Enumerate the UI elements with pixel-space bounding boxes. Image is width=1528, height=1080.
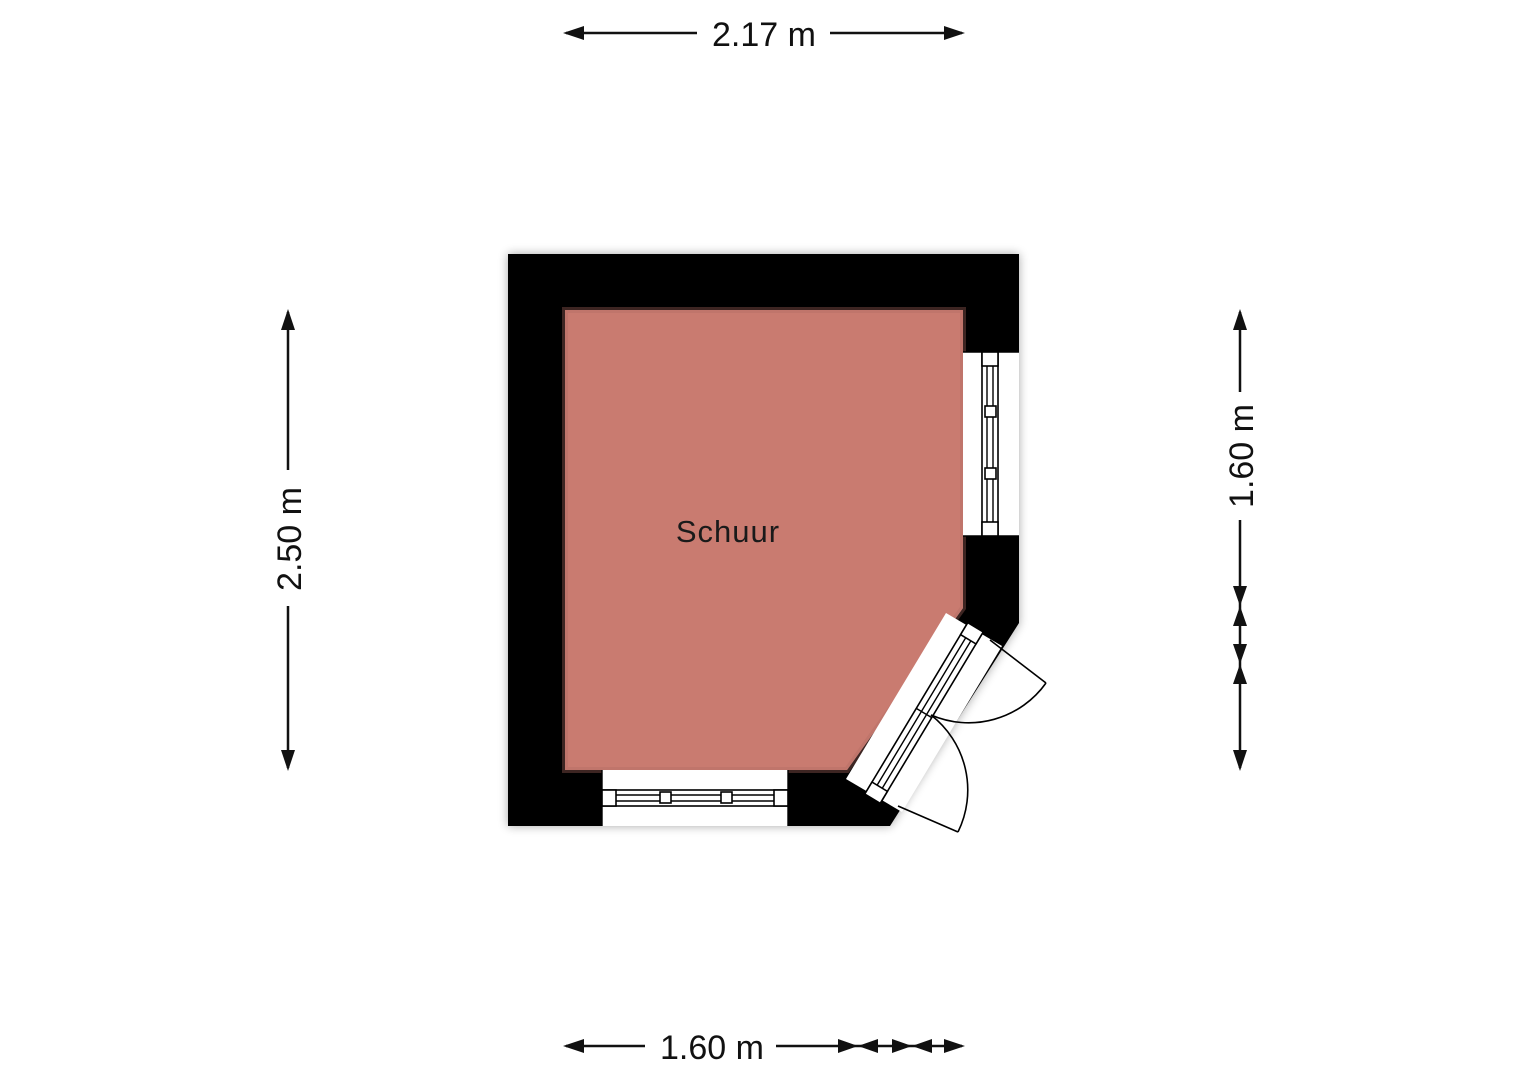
dimension-left: 2.50 m (271, 309, 309, 771)
dimension-bottom-label: 1.60 m (660, 1029, 764, 1067)
double-door (846, 613, 1047, 833)
room-label: Schuur (676, 514, 780, 549)
room-floor (565, 310, 963, 770)
dimension-bottom: 1.60 m (563, 1029, 965, 1067)
dimension-right-label: 1.60 m (1223, 404, 1261, 508)
walls (508, 254, 1019, 826)
dimension-left-label: 2.50 m (271, 487, 309, 591)
right-window (963, 351, 1019, 537)
dimension-top-label: 2.17 m (712, 16, 816, 54)
dimension-right: 1.60 m (1223, 309, 1261, 771)
dimension-top: 2.17 m (563, 16, 965, 54)
bottom-window (601, 770, 789, 826)
